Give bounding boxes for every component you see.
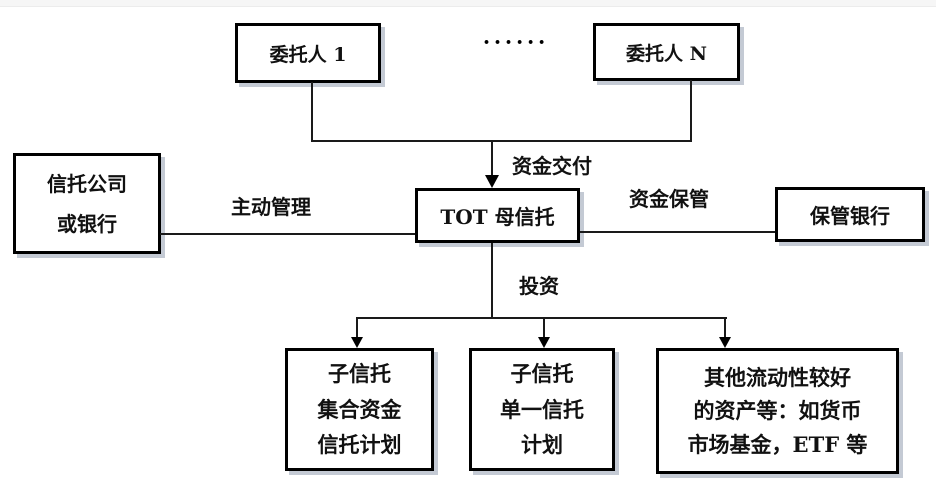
node-sub-trust-collective: 子信托 集合资金 信托计划 xyxy=(285,348,434,471)
node-tot-mother-trust: TOT 母信托 xyxy=(415,188,580,243)
node-sub-trust-collective-line2: 集合资金 xyxy=(317,396,402,422)
node-custodian-bank: 保管银行 xyxy=(775,187,925,242)
node-other-liquid-assets-line3: 市场基金，ETF 等 xyxy=(687,431,868,457)
node-other-liquid-assets: 其他流动性较好 的资产等：如货币 市场基金，ETF 等 xyxy=(656,348,899,474)
edge-label-fund-custody: 资金保管 xyxy=(629,187,709,211)
edge-label-investment: 投资 xyxy=(519,274,559,298)
node-client-1-label: 委托人 1 xyxy=(269,43,347,66)
page-edge-strip xyxy=(0,0,936,7)
node-trust-company: 信托公司 或银行 xyxy=(13,153,161,254)
connector-branch-left-down xyxy=(356,317,358,339)
node-client-1: 委托人 1 xyxy=(235,23,381,83)
connector-branch-mid-down xyxy=(543,319,545,339)
node-trust-company-line1: 信托公司 xyxy=(47,171,127,196)
connector-tot-custodian xyxy=(580,231,775,233)
connector-branch-horizontal xyxy=(356,317,727,319)
connector-clients-merge xyxy=(311,140,692,142)
connector-client1-down xyxy=(311,82,313,142)
node-sub-trust-single-line1: 子信托 xyxy=(510,360,574,386)
node-sub-trust-collective-line3: 信托计划 xyxy=(317,432,402,458)
connector-trustcompany-tot xyxy=(160,233,416,235)
node-client-n-label: 委托人 N xyxy=(626,42,707,65)
arrow-down-icon xyxy=(485,175,499,188)
node-other-liquid-assets-line2: 的资产等：如货币 xyxy=(693,398,862,424)
edge-label-fund-delivery: 资金交付 xyxy=(512,154,592,178)
node-sub-trust-single: 子信托 单一信托 计划 xyxy=(469,348,615,471)
node-sub-trust-single-line3: 计划 xyxy=(521,432,563,458)
edge-label-active-management: 主动管理 xyxy=(231,195,311,219)
node-other-liquid-assets-line1: 其他流动性较好 xyxy=(704,364,851,390)
node-sub-trust-collective-line1: 子信托 xyxy=(328,360,391,386)
arrow-down-icon xyxy=(351,337,363,348)
connector-branch-right-down xyxy=(724,319,726,339)
node-custodian-bank-label: 保管银行 xyxy=(810,204,890,228)
connector-tot-down xyxy=(491,243,493,319)
arrow-down-icon xyxy=(719,337,731,348)
node-tot-label: TOT 母信托 xyxy=(440,205,555,229)
node-trust-company-line2: 或银行 xyxy=(57,211,117,236)
ellipsis-dots: •••••• xyxy=(483,36,550,49)
connector-funds-to-tot xyxy=(491,140,493,177)
connector-clientn-down xyxy=(690,80,692,142)
node-client-n: 委托人 N xyxy=(593,23,740,81)
node-sub-trust-single-line2: 单一信托 xyxy=(500,396,584,422)
arrow-down-icon xyxy=(538,337,550,348)
